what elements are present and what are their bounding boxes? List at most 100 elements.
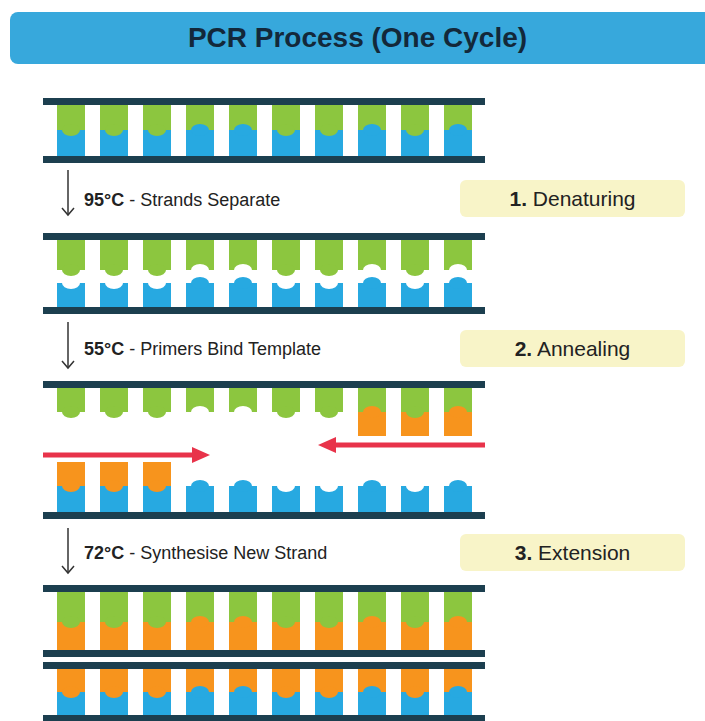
base-shape xyxy=(363,124,381,136)
base-shape xyxy=(105,686,123,698)
strand-backbone xyxy=(43,715,485,721)
strand-backbone xyxy=(43,381,485,388)
base-shape xyxy=(406,616,424,628)
base-shape xyxy=(105,480,123,492)
strand-backbone xyxy=(43,156,485,163)
base-shape xyxy=(191,277,209,289)
base-shape xyxy=(191,686,209,698)
step-box: 1. Denaturing xyxy=(460,180,685,217)
base-shape xyxy=(277,277,295,289)
base-shape xyxy=(449,264,467,276)
base-shape xyxy=(148,124,166,136)
base-shape xyxy=(234,264,252,276)
base-shape xyxy=(62,406,80,418)
base-shape xyxy=(449,406,467,418)
base-shape xyxy=(406,264,424,276)
strand-backbone xyxy=(43,307,485,314)
base-shape xyxy=(406,124,424,136)
base-shape xyxy=(234,277,252,289)
strand-backbone xyxy=(43,585,485,592)
base-shape xyxy=(105,264,123,276)
base-shape xyxy=(406,406,424,418)
primer-arrow xyxy=(332,443,485,448)
base-shape xyxy=(105,406,123,418)
base-shape xyxy=(148,686,166,698)
base-shape xyxy=(449,616,467,628)
base-shape xyxy=(449,124,467,136)
step-arrow xyxy=(67,528,69,573)
base-shape xyxy=(277,686,295,698)
base-shape xyxy=(234,124,252,136)
base-shape xyxy=(320,264,338,276)
title: PCR Process (One Cycle) xyxy=(188,22,527,54)
base-shape xyxy=(363,264,381,276)
step-arrow xyxy=(67,170,69,215)
step-arrowhead xyxy=(62,361,74,368)
base-shape xyxy=(363,686,381,698)
base-shape xyxy=(234,480,252,492)
base-shape xyxy=(363,406,381,418)
base-shape xyxy=(62,686,80,698)
base-shape xyxy=(191,616,209,628)
step-condition: 55°C - Primers Bind Template xyxy=(84,339,321,360)
base-shape xyxy=(277,264,295,276)
base-shape xyxy=(320,616,338,628)
base-shape xyxy=(277,480,295,492)
primer-arrowhead xyxy=(192,447,210,463)
base-shape xyxy=(234,616,252,628)
base-shape xyxy=(449,277,467,289)
base-shape xyxy=(148,406,166,418)
base-shape xyxy=(148,480,166,492)
base-shape xyxy=(191,480,209,492)
base-shape xyxy=(406,277,424,289)
base-shape xyxy=(105,616,123,628)
base-shape xyxy=(320,277,338,289)
base-shape xyxy=(234,686,252,698)
step-condition: 72°C - Synthesise New Strand xyxy=(84,543,327,564)
base-shape xyxy=(105,124,123,136)
base-shape xyxy=(363,616,381,628)
base-shape xyxy=(62,124,80,136)
base-shape xyxy=(277,124,295,136)
base-shape xyxy=(363,277,381,289)
base-shape xyxy=(320,480,338,492)
step-box: 2. Annealing xyxy=(460,330,685,367)
primer-arrow xyxy=(43,453,196,458)
strand-backbone xyxy=(43,650,485,657)
base-shape xyxy=(105,277,123,289)
base-shape xyxy=(191,406,209,418)
strand-backbone xyxy=(43,512,485,519)
base-shape xyxy=(62,480,80,492)
title-banner: PCR Process (One Cycle) xyxy=(10,12,705,64)
primer-arrowhead xyxy=(318,437,336,453)
base-shape xyxy=(62,264,80,276)
base-shape xyxy=(191,264,209,276)
step-arrow xyxy=(67,322,69,368)
base-shape xyxy=(62,616,80,628)
step-arrowhead xyxy=(62,208,74,215)
base-shape xyxy=(406,686,424,698)
base-shape xyxy=(148,616,166,628)
base-shape xyxy=(191,124,209,136)
step-box: 3. Extension xyxy=(460,534,685,571)
strand-backbone xyxy=(43,233,485,240)
base-shape xyxy=(234,406,252,418)
base-shape xyxy=(320,686,338,698)
step-name: 1. Denaturing xyxy=(509,187,635,211)
base-shape xyxy=(277,616,295,628)
step-name: 3. Extension xyxy=(515,541,631,565)
base-shape xyxy=(148,277,166,289)
base-shape xyxy=(406,480,424,492)
base-shape xyxy=(320,124,338,136)
base-shape xyxy=(363,480,381,492)
step-name: 2. Annealing xyxy=(515,337,631,361)
step-condition: 95°C - Strands Separate xyxy=(84,190,280,211)
base-shape xyxy=(449,480,467,492)
base-shape xyxy=(62,277,80,289)
base-shape xyxy=(449,686,467,698)
strand-backbone xyxy=(43,98,485,105)
strand-backbone xyxy=(43,662,485,669)
base-shape xyxy=(148,264,166,276)
base-shape xyxy=(320,406,338,418)
step-arrowhead xyxy=(62,566,74,573)
